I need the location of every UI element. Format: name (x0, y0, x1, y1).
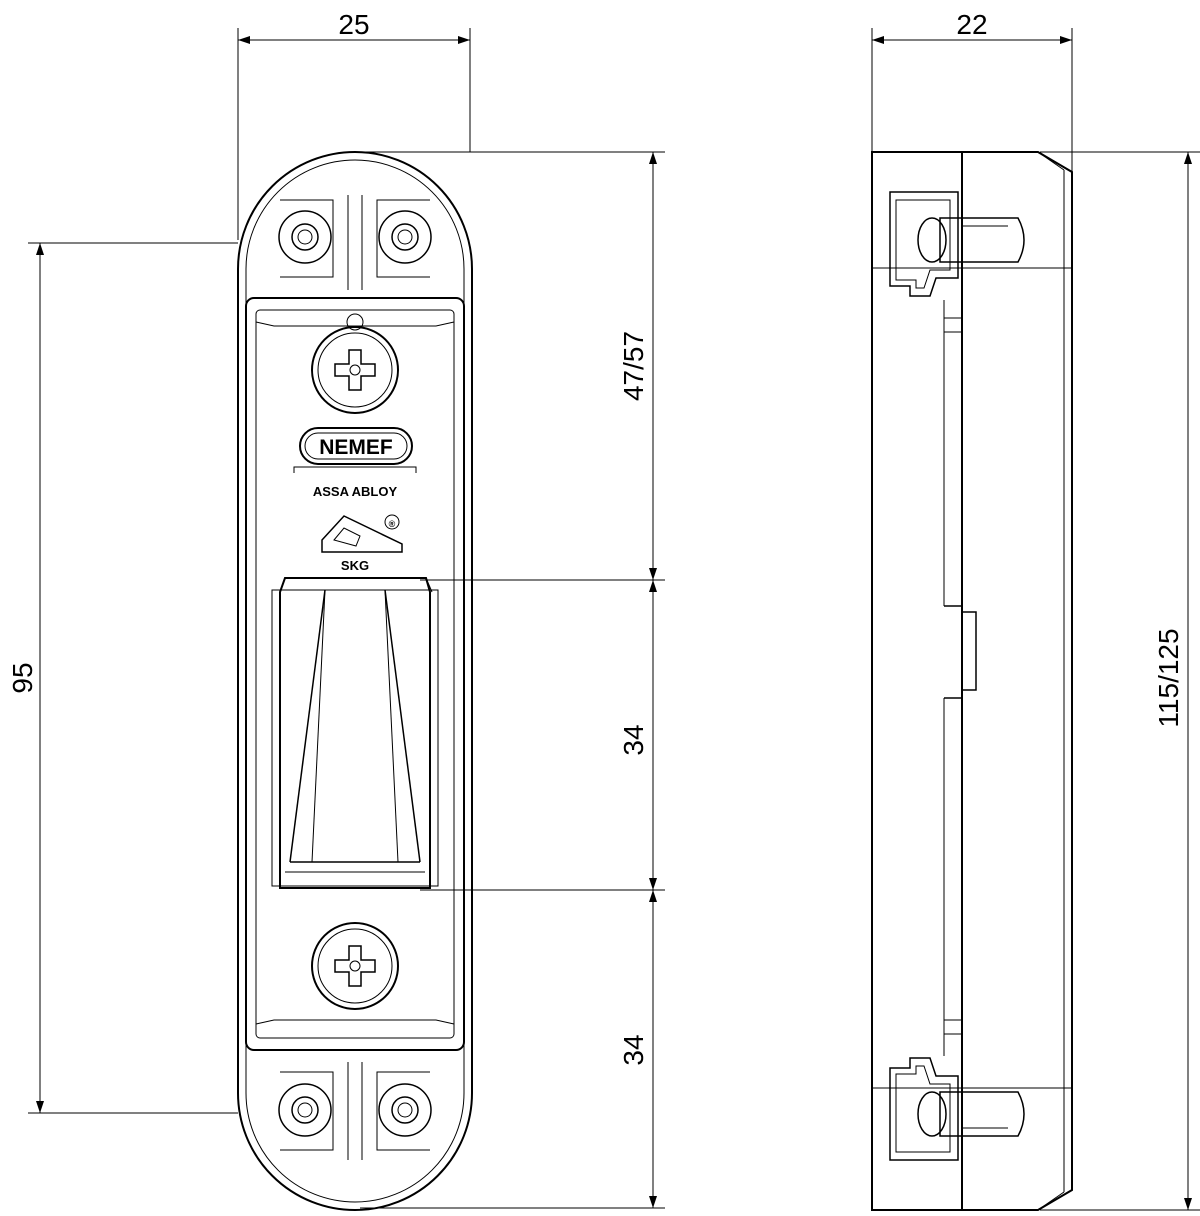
skg-logo: ® SKG (321, 514, 403, 573)
bottom-mounting-lug-left (278, 1071, 334, 1151)
dim-vertical-chain: 47/57 34 34 (360, 151, 665, 1209)
bolt-slot (271, 577, 439, 889)
dim-total-height: 115/125 (1040, 151, 1200, 1211)
dim-total-height-label: 115/125 (1153, 628, 1184, 727)
screw-upper (311, 326, 399, 414)
dim-front-width: 25 (237, 9, 471, 240)
dim-lower-label: 34 (618, 1034, 649, 1065)
brand-text: NEMEF (319, 436, 393, 459)
strike-body (245, 297, 465, 1051)
dim-upper-label: 47/57 (618, 331, 649, 401)
group-text: ASSA ABLOY (313, 484, 398, 499)
cert-mark: ® (389, 519, 396, 529)
dim-front-width-label: 25 (338, 9, 369, 40)
top-mounting-lug-right (376, 199, 432, 278)
top-mounting-lug-left (278, 199, 334, 278)
bottom-mounting-lug-right (376, 1071, 432, 1151)
dim-hole-spacing-label: 95 (7, 662, 38, 693)
plate-outline (237, 151, 473, 1211)
side-lug-upper (889, 191, 1025, 297)
cert-text: SKG (341, 558, 369, 573)
side-view (871, 151, 1073, 1211)
dim-slot-label: 34 (618, 724, 649, 755)
dim-side-width: 22 (871, 9, 1073, 172)
nemef-logo: NEMEF ASSA ABLOY (293, 427, 417, 499)
side-lug-lower (889, 1057, 1025, 1161)
front-view: NEMEF ASSA ABLOY ® SKG (237, 151, 473, 1211)
screw-lower (311, 922, 399, 1010)
dim-side-width-label: 22 (956, 9, 987, 40)
side-profile-outline (871, 151, 1073, 1211)
side-body-ribs (943, 300, 977, 1056)
plate-inner-outline (245, 159, 465, 1203)
dim-hole-spacing: 95 (7, 242, 238, 1114)
